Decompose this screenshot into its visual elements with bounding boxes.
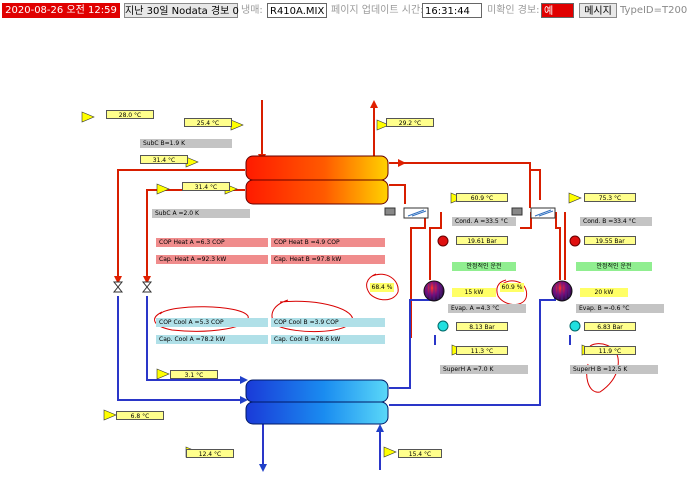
type-id: TypeID=T200 (620, 5, 687, 16)
low-pressure-b: 6.83 Bar (584, 322, 636, 331)
cop-heat-a-label: COP Heat A =6.3 COP (156, 238, 268, 247)
cap-heat-a-label: Cap. Heat A =92.3 kW (156, 255, 268, 264)
update-time-field[interactable]: 16:31:44 (422, 3, 482, 18)
temp-label-chilled-in: 15.4 °C (398, 449, 442, 458)
temp-label-chilled-out: 12.4 °C (186, 449, 234, 458)
low-pressure-b-indicator (569, 320, 581, 332)
high-pressure-a: 19.61 Bar (456, 236, 508, 245)
power-b: 20 kW (580, 288, 628, 297)
low-pressure-a: 8.13 Bar (456, 322, 508, 331)
cap-cool-b-label: Cap. Cool B =78.6 kW (271, 335, 385, 344)
nodata-alarm-button[interactable]: 지난 30일 Nodata 경보 0 (124, 3, 239, 18)
subcool-a-label: SubC A =2.0 K (152, 209, 250, 218)
evap-in-pipe-1 (117, 296, 248, 404)
temp-label-hx-in: 25.4 °C (184, 118, 232, 127)
temp-label-bottom-left: 6.8 °C (116, 411, 164, 420)
status-header: 2020-08-26 오전 12:59 지난 30일 Nodata 경보 0 냉… (0, 0, 687, 22)
cond-left-pipe-2 (143, 189, 245, 284)
subcool-b-label: SubC B=1.9 K (140, 139, 232, 148)
status-a: 안정적인 운전 (452, 262, 516, 271)
evaporator-heat-exchanger (245, 379, 389, 425)
evap-in-pipe-2 (146, 296, 248, 384)
discharge-temp-b: 75.3 °C (584, 193, 636, 202)
evap-temp-b: Evap. B =-0.6 °C (576, 304, 664, 313)
power-a: 15 kW (452, 288, 496, 297)
temp-label-top-left: 28.0 °C (106, 110, 154, 119)
superheat-b: SuperH B =12.5 K (570, 365, 658, 374)
suction-temp-a: 11.3 °C (456, 346, 508, 355)
condenser-heat-exchanger (245, 155, 389, 205)
high-pressure-b: 19.55 Bar (584, 236, 636, 245)
high-pressure-b-indicator (569, 235, 581, 247)
unack-alarm-label: 미확인 경보: (487, 5, 540, 16)
evap-temp-a: Evap. A =4.3 °C (448, 304, 526, 313)
temp-label-left-2: 31.4 °C (182, 182, 230, 191)
low-pressure-a-indicator (437, 320, 449, 332)
cop-heat-b-label: COP Heat B =4.9 COP (271, 238, 385, 247)
temp-label-hx-out: 29.2 °C (386, 118, 434, 127)
superheat-a: SuperH A =7.0 K (440, 365, 528, 374)
cond-left-pipe-1 (114, 169, 245, 284)
cond-temp-b: Cond. B =33.4 °C (580, 217, 652, 226)
temp-label-left-1: 31.4 °C (140, 155, 188, 164)
load-percent-a2: 60.9 % (500, 283, 524, 292)
discharge-temp-a: 60.9 °C (456, 193, 508, 202)
temp-label-evap-in: 3.1 °C (170, 370, 218, 379)
cap-heat-b-label: Cap. Heat B =97.8 kW (271, 255, 385, 264)
load-percent-a: 68.4 % (370, 283, 394, 292)
refrigerant-field[interactable]: R410A.MIX (267, 3, 327, 18)
cond-temp-a: Cond. A =33.5 °C (452, 217, 516, 226)
refrigerant-label: 냉매: (241, 5, 263, 16)
message-button[interactable]: 메시지 (579, 3, 617, 18)
status-b: 안정적인 운전 (576, 262, 652, 271)
unack-alarm-field[interactable]: 예 (541, 3, 574, 18)
cap-cool-a-label: Cap. Cool A =78.2 kW (156, 335, 268, 344)
datetime-display: 2020-08-26 오전 12:59 (2, 3, 120, 18)
cop-cool-b-label: COP Cool B =3.9 COP (271, 318, 385, 327)
update-time-label: 페이지 업데이트 시간: (331, 5, 424, 16)
cop-cool-a-label: COP Cool A =5.3 COP (156, 318, 268, 327)
suction-temp-b: 11.9 °C (584, 346, 636, 355)
high-pressure-a-indicator (437, 235, 449, 247)
